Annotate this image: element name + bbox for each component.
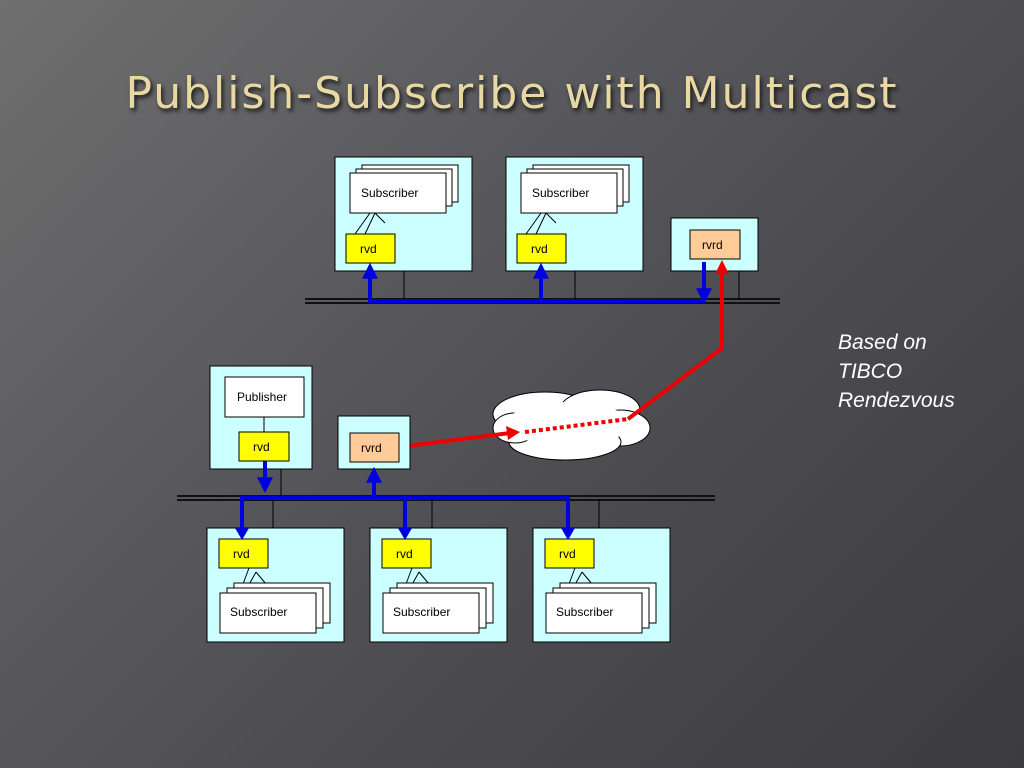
rvd-daemon: rvd (381, 538, 432, 569)
rvd-label: rvd (253, 440, 270, 454)
rvrd-label: rvrd (702, 238, 723, 252)
subscriber-label: Subscriber (532, 186, 589, 200)
rvd-daemon: rvd (218, 538, 269, 569)
rvd-daemon: rvd (544, 538, 595, 569)
subscriber-label: Subscriber (361, 186, 418, 200)
subscriber-stack: Subscriber (219, 582, 331, 634)
top-host-1: Subscriber rvd (334, 156, 473, 300)
subscriber-stack: Subscriber (545, 582, 657, 634)
top-router-host: rvrd (670, 217, 759, 300)
wan-link (398, 260, 729, 449)
rvd-label: rvd (559, 547, 576, 561)
rvd-label: rvd (360, 242, 377, 256)
rvd-daemon: rvd (516, 233, 567, 264)
top-host-2: Subscriber rvd (505, 156, 644, 300)
rvd-daemon: rvd (238, 431, 290, 462)
publisher-label: Publisher (237, 390, 287, 404)
based-on-note: Based on TIBCO Rendezvous (838, 328, 1008, 415)
bottom-multicast-arrows (235, 461, 575, 540)
bottom-host-3: rvd Subscriber (532, 499, 671, 643)
subscriber-stack: Subscriber (382, 582, 494, 634)
publisher-box: Publisher (224, 376, 305, 418)
bottom-router-host: rvrd (337, 415, 411, 470)
note-line-3: Rendezvous (838, 389, 955, 412)
subscriber-stack: Subscriber (520, 164, 630, 214)
publisher-host: Publisher rvd (209, 365, 313, 497)
subscriber-label: Subscriber (556, 605, 613, 619)
top-multicast-arrows (362, 262, 712, 305)
subscriber-label: Subscriber (230, 605, 287, 619)
note-line-2: TIBCO (838, 360, 903, 383)
bottom-host-1: rvd Subscriber (206, 499, 345, 643)
rvrd-daemon: rvrd (349, 432, 400, 463)
bottom-host-2: rvd Subscriber (369, 499, 508, 643)
subscriber-label: Subscriber (393, 605, 450, 619)
rvd-daemon: rvd (345, 233, 396, 264)
wan-cloud (492, 389, 651, 461)
note-line-1: Based on (838, 331, 927, 354)
rvd-label: rvd (233, 547, 250, 561)
subscriber-stack: Subscriber (349, 164, 459, 214)
slide-title: Publish-Subscribe with Multicast (125, 68, 899, 119)
rvrd-daemon: rvrd (689, 229, 741, 260)
rvrd-label: rvrd (361, 441, 382, 455)
rvd-label: rvd (531, 242, 548, 256)
rvd-label: rvd (396, 547, 413, 561)
